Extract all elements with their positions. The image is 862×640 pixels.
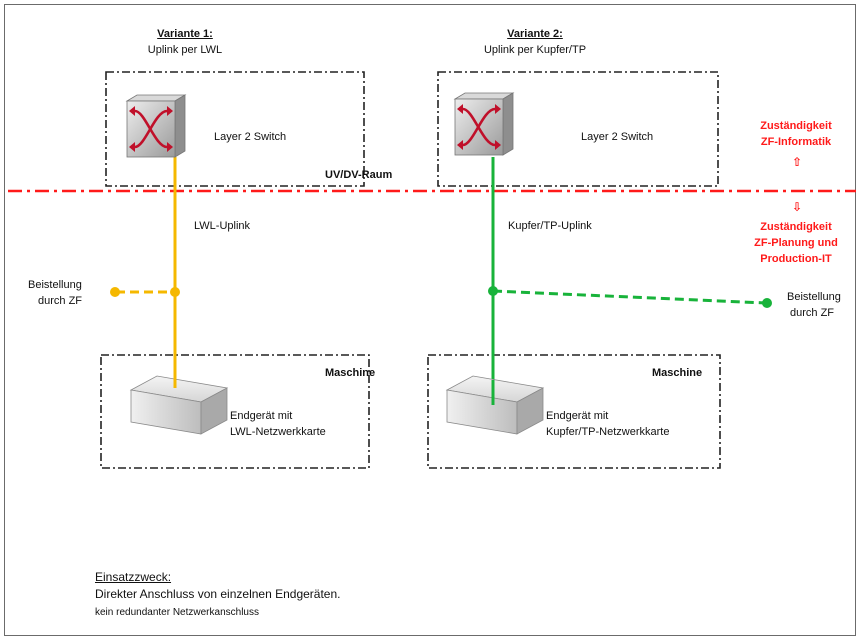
purpose-line1: Direkter Anschluss von einzelnen Endgerä…: [95, 587, 341, 601]
variant2-switch-label: Layer 2 Switch: [581, 131, 654, 143]
responsibility-upper-line2: ZF-Informatik: [760, 136, 832, 148]
variant1-uplink-label: LWL-Uplink: [194, 220, 251, 232]
variant2-provision-line1: Beistellung: [787, 291, 841, 303]
variant2-provision-line2: durch ZF: [790, 307, 835, 319]
end-device-icon: [445, 375, 545, 435]
machine-box-1: [100, 354, 370, 469]
room-label: UV/DV-Raum: [325, 169, 393, 181]
variant1-heading: Variante 1:: [157, 28, 213, 40]
lwl-provision-dot: [110, 287, 120, 297]
layer2-switch-icon: [125, 94, 187, 158]
tp-provision-dot: [762, 298, 772, 308]
switch-room-box-2: [437, 71, 719, 187]
purpose-line2: kein redundanter Netzwerkanschluss: [95, 607, 259, 618]
variant1-device-line2: LWL-Netzwerkkarte: [230, 426, 326, 438]
layer2-switch-icon: [453, 92, 515, 156]
variant2-device-line1: Endgerät mit: [546, 410, 609, 422]
up-arrow-icon: ⇧: [792, 155, 803, 169]
responsibility-lower-line1: Zuständigkeit: [760, 221, 832, 233]
tp-junction-dot: [488, 286, 498, 296]
variant1-machine-title: Maschine: [325, 367, 376, 379]
end-device-icon: [129, 375, 229, 435]
down-arrow-icon: ⇩: [792, 200, 803, 214]
variant2-machine-title: Maschine: [652, 367, 703, 379]
diagram-frame: [4, 4, 856, 636]
variant1-switch-label: Layer 2 Switch: [214, 131, 287, 143]
lwl-junction-dot: [170, 287, 180, 297]
machine-box-2: [427, 354, 721, 469]
variant2-uplink-label: Kupfer/TP-Uplink: [508, 220, 592, 232]
variant2-subheading: Uplink per Kupfer/TP: [483, 44, 587, 56]
variant1-provision-line1: Beistellung: [28, 279, 82, 291]
variant2-heading: Variante 2:: [507, 28, 563, 40]
responsibility-lower-line3: Production-IT: [760, 253, 832, 265]
variant1-provision-line2: durch ZF: [38, 295, 83, 307]
responsibility-lower-line2: ZF-Planung und: [754, 237, 838, 249]
variant1-device-line1: Endgerät mit: [230, 410, 293, 422]
responsibility-upper-line1: Zuständigkeit: [760, 120, 832, 132]
variant2-device-line2: Kupfer/TP-Netzwerkkarte: [546, 426, 670, 438]
tp-provision-dashed-line: [492, 289, 767, 305]
purpose-heading: Einsatzzweck:: [95, 570, 172, 584]
switch-room-box-1: [105, 71, 365, 187]
variant1-subheading: Uplink per LWL: [147, 44, 223, 56]
